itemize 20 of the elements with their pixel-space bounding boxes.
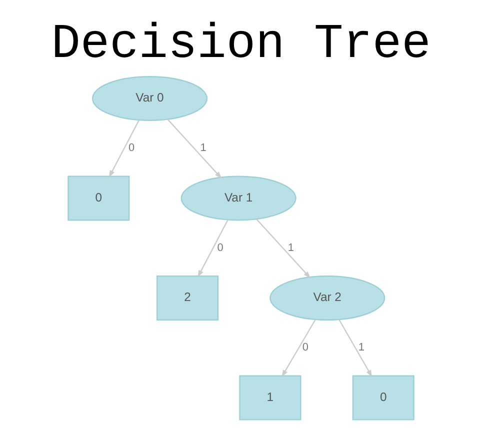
node-box: 0 [352,375,414,420]
node-ellipse: Var 1 [180,176,296,221]
edge-label: 1 [287,242,294,254]
node-ellipse: Var 0 [91,76,208,121]
arrow [338,320,372,378]
edge-label: 0 [302,342,308,354]
edge-label: 0 [128,142,134,154]
arrow [281,320,316,378]
arrow [256,218,310,278]
node-box: 1 [238,375,301,420]
node-box: 0 [67,176,130,221]
arrow [108,120,139,178]
diagram-title: Decision Tree [50,16,430,72]
node-ellipse: Var 2 [269,276,385,321]
edge-label: 0 [216,242,223,254]
node-box: 2 [156,276,218,321]
arrow [166,119,222,179]
edge-label: 1 [358,342,364,354]
arrow [197,220,228,278]
edge-label: 1 [200,142,206,154]
